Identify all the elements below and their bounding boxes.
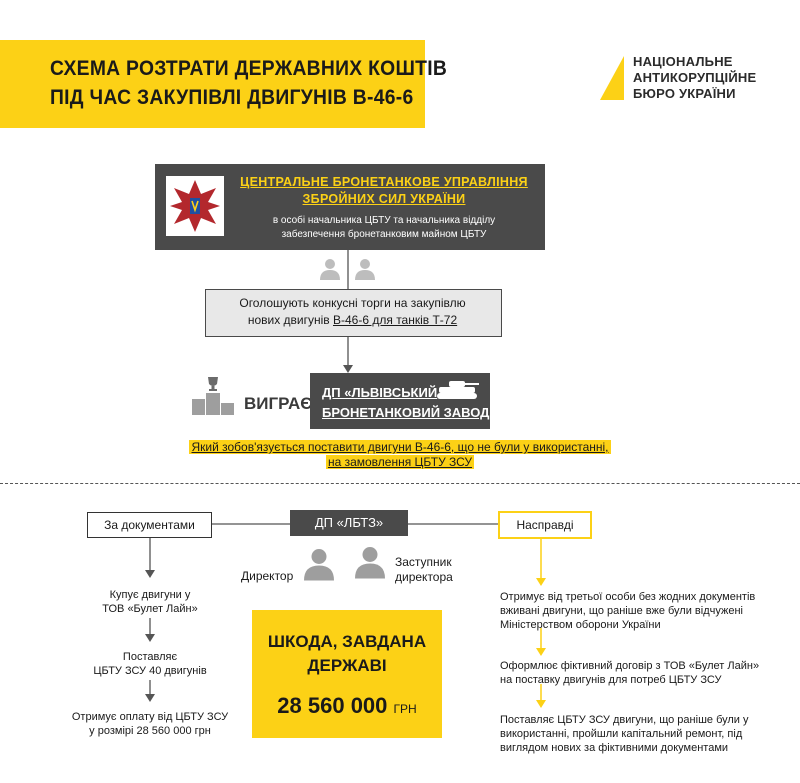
real-step-3: Поставляє ЦБТУ ЗСУ двигуни, що раніше бу… — [500, 713, 749, 755]
winner-line-1: ДП «ЛЬВІВСЬКИЙ — [322, 385, 438, 400]
docs-step-2: Поставляє ЦБТУ ЗСУ 40 двигунів — [60, 650, 240, 678]
real-step-2-line-1: Оформлює фіктивний договір з ТОВ «Булет … — [500, 660, 760, 672]
docs-step-2-line-1: Поставляє — [122, 651, 178, 663]
obligation-line-1: Який зобов'язується поставити двигуни В-… — [0, 440, 800, 454]
ctbu-sub-line-2: забезпечення бронетанковим майном ЦБТУ — [281, 229, 487, 240]
docs-step-1-line-2: ТОВ «Булет Лайн» — [102, 603, 198, 615]
director-icon — [304, 549, 334, 581]
ctbu-title-line-2: ЗБРОЙНИХ СИЛ УКРАЇНИ — [302, 192, 466, 206]
docs-step-3-line-1: Отримує оплату від ЦБТУ ЗСУ — [71, 711, 229, 723]
logo-line-3: БЮРО УКРАЇНИ — [633, 86, 736, 101]
tender-line-2: нових двигунів В-46-6 для танків Т-72 — [205, 313, 500, 327]
deputy-label-1: Заступник — [395, 555, 452, 569]
real-step-2-line-2: на поставку двигунів для потреб ЦБТУ ЗСУ — [500, 674, 722, 686]
damage-amount-row: 28 560 000 ГРН — [252, 693, 442, 719]
title-banner — [0, 40, 425, 128]
title-line-2: ПІД ЧАС ЗАКУПІВЛІ ДВИГУНІВ В-46-6 — [50, 86, 414, 109]
damage-box — [252, 610, 442, 738]
director-label: Директор — [241, 569, 294, 583]
docs-step-1-line-1: Купує двигуни у — [109, 589, 191, 601]
real-step-1-line-3: Міністерством оборони України — [500, 619, 661, 631]
title-line-1: СХЕМА РОЗТРАТИ ДЕРЖАВНИХ КОШТІВ — [50, 57, 448, 80]
wins-label: ВИГРАЄ — [244, 394, 313, 413]
damage-line-1: ШКОДА, ЗАВДАНА — [267, 632, 427, 651]
nabu-logo-icon — [600, 56, 624, 100]
deputy-director-icon — [355, 547, 385, 579]
person-icon — [320, 259, 340, 280]
obligation-line-2-text: на замовлення ЦБТУ ЗСУ — [325, 455, 475, 469]
winner-line-2: БРОНЕТАНКОВИЙ ЗАВОД» — [322, 405, 497, 420]
real-step-3-line-2: використанні, пройшли капітальний ремонт… — [500, 728, 743, 740]
tank-icon — [437, 381, 479, 399]
docs-step-2-line-2: ЦБТУ ЗСУ 40 двигунів — [93, 665, 207, 677]
tender-box — [205, 289, 502, 337]
ctbu-sub-line-1: в особі начальника ЦБТУ та начальника ві… — [272, 215, 496, 226]
damage-line-2: ДЕРЖАВІ — [307, 656, 387, 675]
tender-engine-link: В-46-6 для танків Т-72 — [333, 313, 458, 327]
real-step-1: Отримує від третьої особи без жодних док… — [500, 590, 755, 632]
podium-icon — [192, 377, 234, 415]
obligation-line-2: на замовлення ЦБТУ ЗСУ — [0, 455, 800, 469]
obligation-line-1-text: Який зобов'язується поставити двигуни В-… — [189, 440, 611, 454]
real-step-1-line-1: Отримує від третьої особи без жодних док… — [500, 591, 756, 603]
deputy-label-2: директора — [395, 570, 453, 584]
damage-amount: 28 560 000 — [277, 693, 388, 718]
ctbu-title-line-1: ЦЕНТРАЛЬНЕ БРОНЕТАНКОВЕ УПРАВЛІННЯ — [240, 175, 528, 189]
real-step-1-line-2: вживані двигуни, що раніше вже були відч… — [500, 605, 743, 617]
real-step-3-line-1: Поставляє ЦБТУ ЗСУ двигуни, що раніше бу… — [500, 714, 749, 726]
armed-forces-emblem-icon — [166, 176, 224, 236]
damage-currency: ГРН — [393, 702, 417, 716]
docs-step-3: Отримує оплату від ЦБТУ ЗСУ у розмірі 28… — [35, 710, 265, 738]
enterprise-label: ДП «ЛБТЗ» — [290, 510, 408, 536]
tender-line-1: Оголошують конкусні торги на закупівлю — [239, 296, 466, 310]
real-step-3-line-3: виглядом нових за фіктивними документами — [500, 742, 729, 754]
real-step-2: Оформлює фіктивний договір з ТОВ «Булет … — [500, 659, 759, 687]
docs-step-3-line-2: у розмірі 28 560 000 грн — [89, 725, 211, 737]
in-reality-label: Насправді — [498, 511, 592, 539]
person-icon — [355, 259, 375, 280]
dashed-divider — [0, 483, 800, 484]
tender-line-2-text: нових двигунів — [247, 313, 333, 327]
by-documents-label: За документами — [87, 512, 212, 538]
logo-line-1: НАЦІОНАЛЬНЕ — [633, 54, 733, 69]
logo-line-2: АНТИКОРУПЦІЙНЕ — [633, 70, 757, 85]
docs-step-1: Купує двигуни у ТОВ «Булет Лайн» — [60, 588, 240, 616]
